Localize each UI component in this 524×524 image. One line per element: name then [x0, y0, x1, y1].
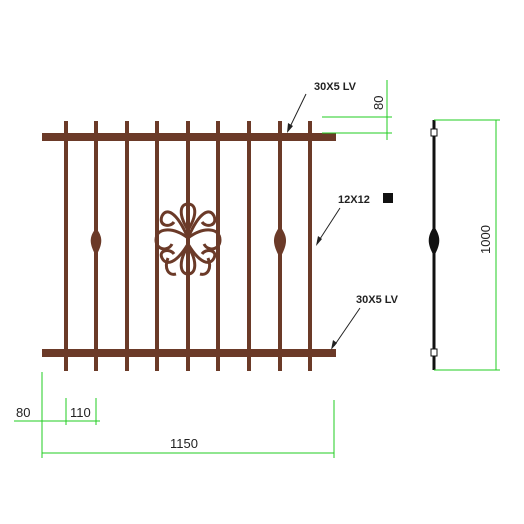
- top-rail-leader-arrow: [287, 123, 293, 133]
- bottom-rail-label: 30X5 LV: [356, 294, 399, 306]
- height-value: 1000: [478, 225, 493, 254]
- square-section-icon: [383, 193, 393, 203]
- leaf-ornament-right: [273, 226, 287, 258]
- top-rail: [42, 133, 336, 141]
- bar-leader-arrow: [316, 236, 322, 246]
- width-value: 1150: [170, 436, 198, 451]
- leaf-ornament-left: [90, 228, 102, 256]
- vertical-bar: [308, 121, 312, 371]
- front-elevation: [42, 121, 336, 371]
- spacing-value: 110: [70, 405, 91, 420]
- side-bottom-joint: [430, 348, 438, 357]
- bar-label: 12X12: [338, 194, 370, 206]
- annotations: 30X5 LV 12X12 30X5 LV: [287, 81, 399, 350]
- bar-leader: [317, 207, 341, 243]
- vertical-bar: [125, 121, 129, 371]
- bottom-rail-leader: [333, 307, 361, 347]
- bottom-rail-leader-arrow: [331, 340, 337, 350]
- side-top-joint: [430, 128, 438, 137]
- vertical-bar: [64, 121, 68, 371]
- scroll-ornament: [154, 202, 222, 276]
- top-rail-label: 30X5 LV: [314, 81, 357, 93]
- bottom-rail: [42, 349, 336, 357]
- vertical-bar: [247, 121, 251, 371]
- top-extension-dimension: 80: [322, 80, 392, 140]
- overhang-value: 80: [16, 405, 30, 420]
- side-view: 1000: [428, 119, 500, 371]
- top-extension-value: 80: [371, 96, 386, 110]
- top-rail-leader: [288, 93, 307, 130]
- bottom-dimensions: 80 110 1150: [14, 372, 335, 458]
